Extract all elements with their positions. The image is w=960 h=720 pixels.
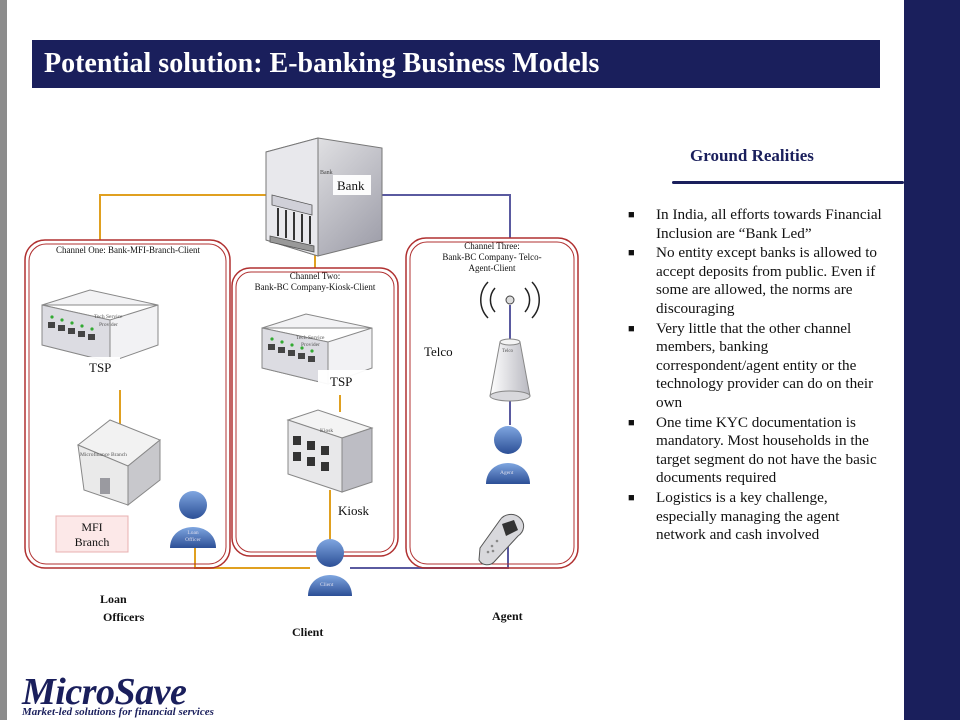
tsp-label-2: TSP: [330, 374, 352, 389]
kiosk-icon-text: Kiosk: [320, 428, 333, 434]
kiosk-label-box: [334, 500, 376, 520]
channel-two-label-line1: Channel Two:: [290, 271, 340, 281]
tsp-label-box-1: [80, 357, 120, 377]
ground-realities-list: ■ In India, all efforts towards Financial…: [626, 206, 892, 546]
connection-lines: [99, 194, 511, 569]
loan-officer-icon-text-2: Officer: [185, 536, 201, 543]
caption-agent: Agent: [492, 609, 523, 623]
client-icon-text: Client: [320, 582, 334, 588]
channel-two-frame: [231, 267, 399, 557]
loan-officer-icon-text-1: Loan: [187, 530, 199, 536]
tsp-device-text-1: Tech Service: [94, 314, 123, 320]
title-banner: Potential solution: E-banking Business M…: [32, 40, 880, 88]
tsp-label-box-2: [318, 370, 370, 394]
bullet-text: In India, all efforts towards Financial …: [656, 206, 882, 242]
bullet-square-icon: ■: [628, 416, 635, 429]
agent-icon-text: Agent: [500, 470, 514, 476]
kiosk-label: Kiosk: [338, 503, 370, 518]
list-item: ■ In India, all efforts towards Financial…: [626, 206, 892, 243]
bank-to-channel-one-line: [99, 194, 280, 240]
bullet-text: Logistics is a key challenge, especially…: [656, 488, 840, 544]
telco-tower-icon: Telco: [489, 338, 531, 402]
logo-tagline: Market-led solutions for financial servi…: [22, 706, 214, 718]
mobile-phone-icon: [478, 513, 525, 566]
mfi-label-line2: Branch: [75, 535, 110, 549]
page-title: Potential solution: E-banking Business M…: [44, 48, 600, 79]
logo-name: MicroSave: [22, 671, 187, 713]
bullet-square-icon: ■: [628, 247, 635, 260]
channel-three-label-line1: Channel Three:: [464, 241, 520, 251]
caption-client: Client: [292, 625, 323, 639]
list-item: ■ No entity except banks is allowed to ac…: [626, 244, 892, 318]
bullet-square-icon: ■: [628, 322, 635, 335]
loan-officer-to-client-line: [194, 530, 310, 569]
channel-three-label-line3: Agent-Client: [469, 263, 516, 273]
bank-label-box: [333, 175, 371, 195]
ground-realities-underline: [672, 181, 904, 184]
tsp-device-text-1b: Tech Service: [296, 335, 325, 341]
left-edge-bar: [0, 0, 7, 720]
bank-icon: Bank: [265, 137, 383, 257]
channel-two-label-line2: Bank-BC Company-Kiosk-Client: [255, 282, 376, 292]
bullet-square-icon: ■: [628, 209, 635, 221]
bullet-square-icon: ■: [628, 491, 635, 504]
telco-label: Telco: [424, 344, 453, 359]
router-icon: Tech Service Provider: [261, 313, 373, 385]
channel-one-frame-inner: [28, 243, 227, 565]
tsp-device-text-2: Provider: [99, 322, 118, 328]
caption-loan-line2: Officers: [103, 610, 145, 624]
bank-to-channel-three-line: [370, 194, 511, 238]
bullet-text: One time KYC documentation is mandatory.…: [656, 413, 877, 487]
tsp-device-text-2b: Provider: [301, 342, 320, 348]
bullet-text: Very little that the other channel membe…: [656, 319, 874, 411]
ground-realities-heading: Ground Realities: [690, 146, 814, 165]
loan-officer-person-icon: Loan Officer: [170, 491, 216, 548]
channel-one-label: Channel One: Bank-MFI-Branch-Client: [56, 245, 200, 255]
channel-two-frame-inner: [235, 271, 395, 553]
telco-icon-text: Telco: [502, 349, 514, 354]
caption-loan-line1: Loan: [100, 592, 127, 606]
kiosk-icon: Kiosk: [286, 409, 374, 493]
list-item: ■ Logistics is a key challenge, especiall…: [626, 489, 892, 545]
mfi-branch-label-box: [55, 515, 129, 553]
list-item: ■ One time KYC documentation is mandatory…: [626, 414, 892, 488]
channel-three-frame-inner: [409, 241, 575, 565]
microsave-logo: MicroSave Market-led solutions for finan…: [22, 672, 214, 718]
list-item: ■ Very little that the other channel memb…: [626, 320, 892, 413]
bank-label: Bank: [337, 178, 365, 193]
agent-person-icon: Agent: [486, 426, 530, 484]
bank-icon-text: Bank: [320, 170, 333, 176]
house-icon: Microfinance Branch: [77, 419, 161, 507]
channel-three-label-line2: Bank-BC Company- Telco-: [442, 252, 541, 262]
client-person-icon: Client: [308, 539, 352, 596]
channel-three-frame: [405, 237, 579, 569]
mfi-label-line1: MFI: [81, 520, 102, 534]
branch-icon-text: Microfinance Branch: [80, 451, 127, 458]
bullet-text: No entity except banks is allowed to acc…: [656, 244, 878, 317]
antenna-icon: [480, 281, 540, 319]
right-sidebar-bar: [904, 0, 960, 720]
channel-one-frame: [24, 239, 231, 569]
router-icon: Tech Service Provider: [41, 289, 159, 363]
tsp-label-1: TSP: [89, 360, 111, 375]
